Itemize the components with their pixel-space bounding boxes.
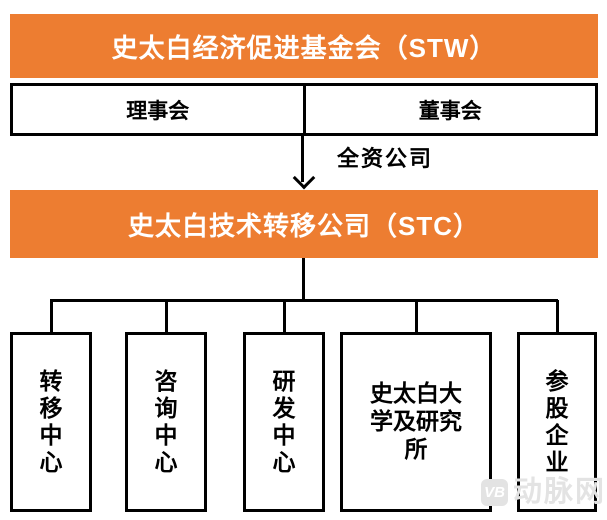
subsidiary-label: 咨询中心 <box>154 368 178 476</box>
subsidiary-box-consulting-center: 咨询中心 <box>125 332 207 512</box>
subsidiary-label: 史太白大学及研究所 <box>370 380 462 463</box>
tree-connector-horizontal <box>50 299 558 302</box>
subsidiary-label: 研发中心 <box>272 368 296 476</box>
subsidiary-box-rnd-center: 研发中心 <box>243 332 325 512</box>
tree-connector-drop-2 <box>165 300 168 333</box>
board-cell-left: 理事会 <box>126 97 190 123</box>
governance-table: 理事会 董事会 <box>10 83 598 136</box>
tree-connector-drop-3 <box>283 300 286 333</box>
subsidiary-label: 参股企业 <box>545 368 569 476</box>
company-banner-title: 史太白技术转移公司（STC） <box>127 210 480 241</box>
ownership-label: 全资公司 <box>337 146 434 172</box>
company-banner: 史太白技术转移公司（STC） <box>10 190 598 258</box>
tree-connector-drop-1 <box>50 300 53 333</box>
subsidiary-label: 转移中心 <box>39 368 63 476</box>
tree-connector-drop-4 <box>415 300 418 333</box>
arrow-down-icon <box>292 166 316 190</box>
subsidiary-box-equity-enterprises: 参股企业 <box>517 332 597 512</box>
subsidiary-box-transfer-center: 转移中心 <box>10 332 92 512</box>
tree-connector-drop-5 <box>556 300 559 333</box>
ownership-arrow-line <box>301 136 304 182</box>
tree-connector-stub <box>302 258 305 300</box>
foundation-banner-title: 史太白经济促进基金会（STW） <box>111 32 497 63</box>
subsidiary-box-university-institute: 史太白大学及研究所 <box>340 332 492 512</box>
board-cell-right: 董事会 <box>302 86 596 133</box>
foundation-banner: 史太白经济促进基金会（STW） <box>10 14 598 78</box>
